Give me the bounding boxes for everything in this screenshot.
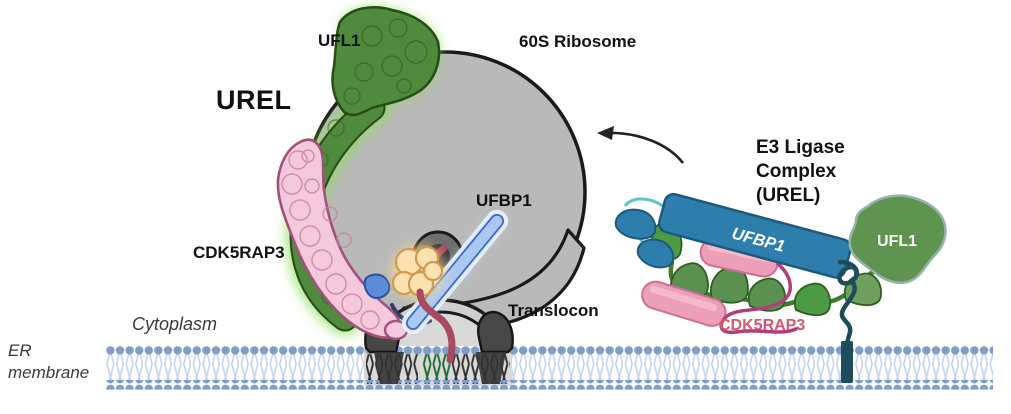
ufl1-main-label: UFL1 (318, 31, 361, 50)
transition-arrow (597, 126, 685, 164)
er-membrane-label-line1: ER (8, 341, 32, 360)
complex-title-line2: Complex (756, 161, 837, 182)
magenta-linker (719, 262, 798, 335)
ufl1-blob (848, 194, 947, 285)
er-membrane-bilayer (105, 345, 993, 390)
cyan-linker (623, 197, 669, 212)
cdk5rap3-main-label: CDK5RAP3 (193, 243, 285, 262)
ufm1-cluster (391, 245, 444, 298)
nascent-chain-lower (416, 288, 456, 364)
teal-anchor (837, 259, 860, 353)
blue-domains (614, 208, 675, 269)
er-membrane-label-line2: membrane (8, 363, 90, 382)
cdk5rap3-protein-main (276, 138, 409, 341)
complex-title-line3: (UREL) (756, 185, 821, 206)
ufbp1-foot (363, 273, 391, 300)
e3-ligase-complex-schematic: UFBP1 UFL1 (614, 192, 947, 383)
ufbp1-main-label: UFBP1 (476, 191, 532, 210)
translocon-green-lipids (422, 352, 452, 384)
translocon-right-ear (477, 310, 514, 354)
cytoplasm-label: Cytoplasm (132, 314, 218, 334)
lipid-heads-top (105, 345, 993, 355)
ufl1-blob-label: UFL1 (877, 233, 917, 250)
lipid-heads-bottom (105, 380, 993, 390)
lipid-tails (105, 354, 993, 380)
translocon-label: Translocon (508, 301, 599, 320)
cdk5rap3-schematic-label: CDK5RAP3 (719, 317, 806, 334)
urel-label: UREL (216, 85, 292, 115)
ribosome-label: 60S Ribosome (519, 32, 637, 51)
er-membrane-label: ER membrane (8, 340, 89, 384)
complex-title: E3 Ligase Complex (UREL) (756, 136, 845, 208)
complex-title-line1: E3 Ligase (756, 137, 845, 158)
transmembrane-anchor (841, 341, 853, 383)
